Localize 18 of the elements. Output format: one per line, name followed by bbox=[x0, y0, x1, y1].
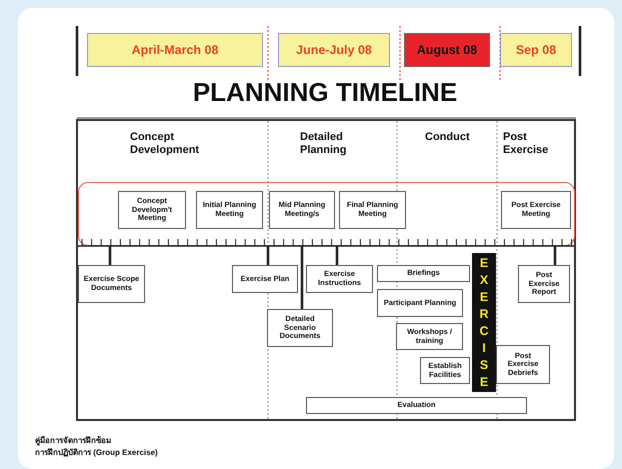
month-box: August 08 bbox=[404, 33, 490, 67]
month-box: June-July 08 bbox=[278, 33, 390, 67]
month-box: April-March 08 bbox=[87, 33, 263, 67]
footer-note: คู่มือการจัดการฝึกซ้อม bbox=[35, 436, 111, 446]
exercise-bar: EXERCISE bbox=[472, 253, 496, 392]
month-box: Sep 08 bbox=[500, 33, 572, 67]
connector-line bbox=[266, 246, 270, 265]
phase-heading: Detailed Planning bbox=[300, 131, 348, 157]
meetings-band bbox=[78, 182, 575, 246]
phase-heading: Concept Development bbox=[130, 131, 200, 157]
footer-note: การฝึกปฏิบัติการ (Group Exercise) bbox=[35, 448, 158, 458]
title: PLANNING TIMELINE bbox=[192, 77, 458, 107]
connector-line bbox=[554, 246, 556, 265]
connector-line bbox=[336, 246, 338, 265]
phase-heading: Post Exercise bbox=[503, 131, 550, 157]
connector-line bbox=[108, 246, 112, 265]
phase-heading: Conduct bbox=[425, 131, 471, 144]
connector-line bbox=[300, 246, 304, 309]
